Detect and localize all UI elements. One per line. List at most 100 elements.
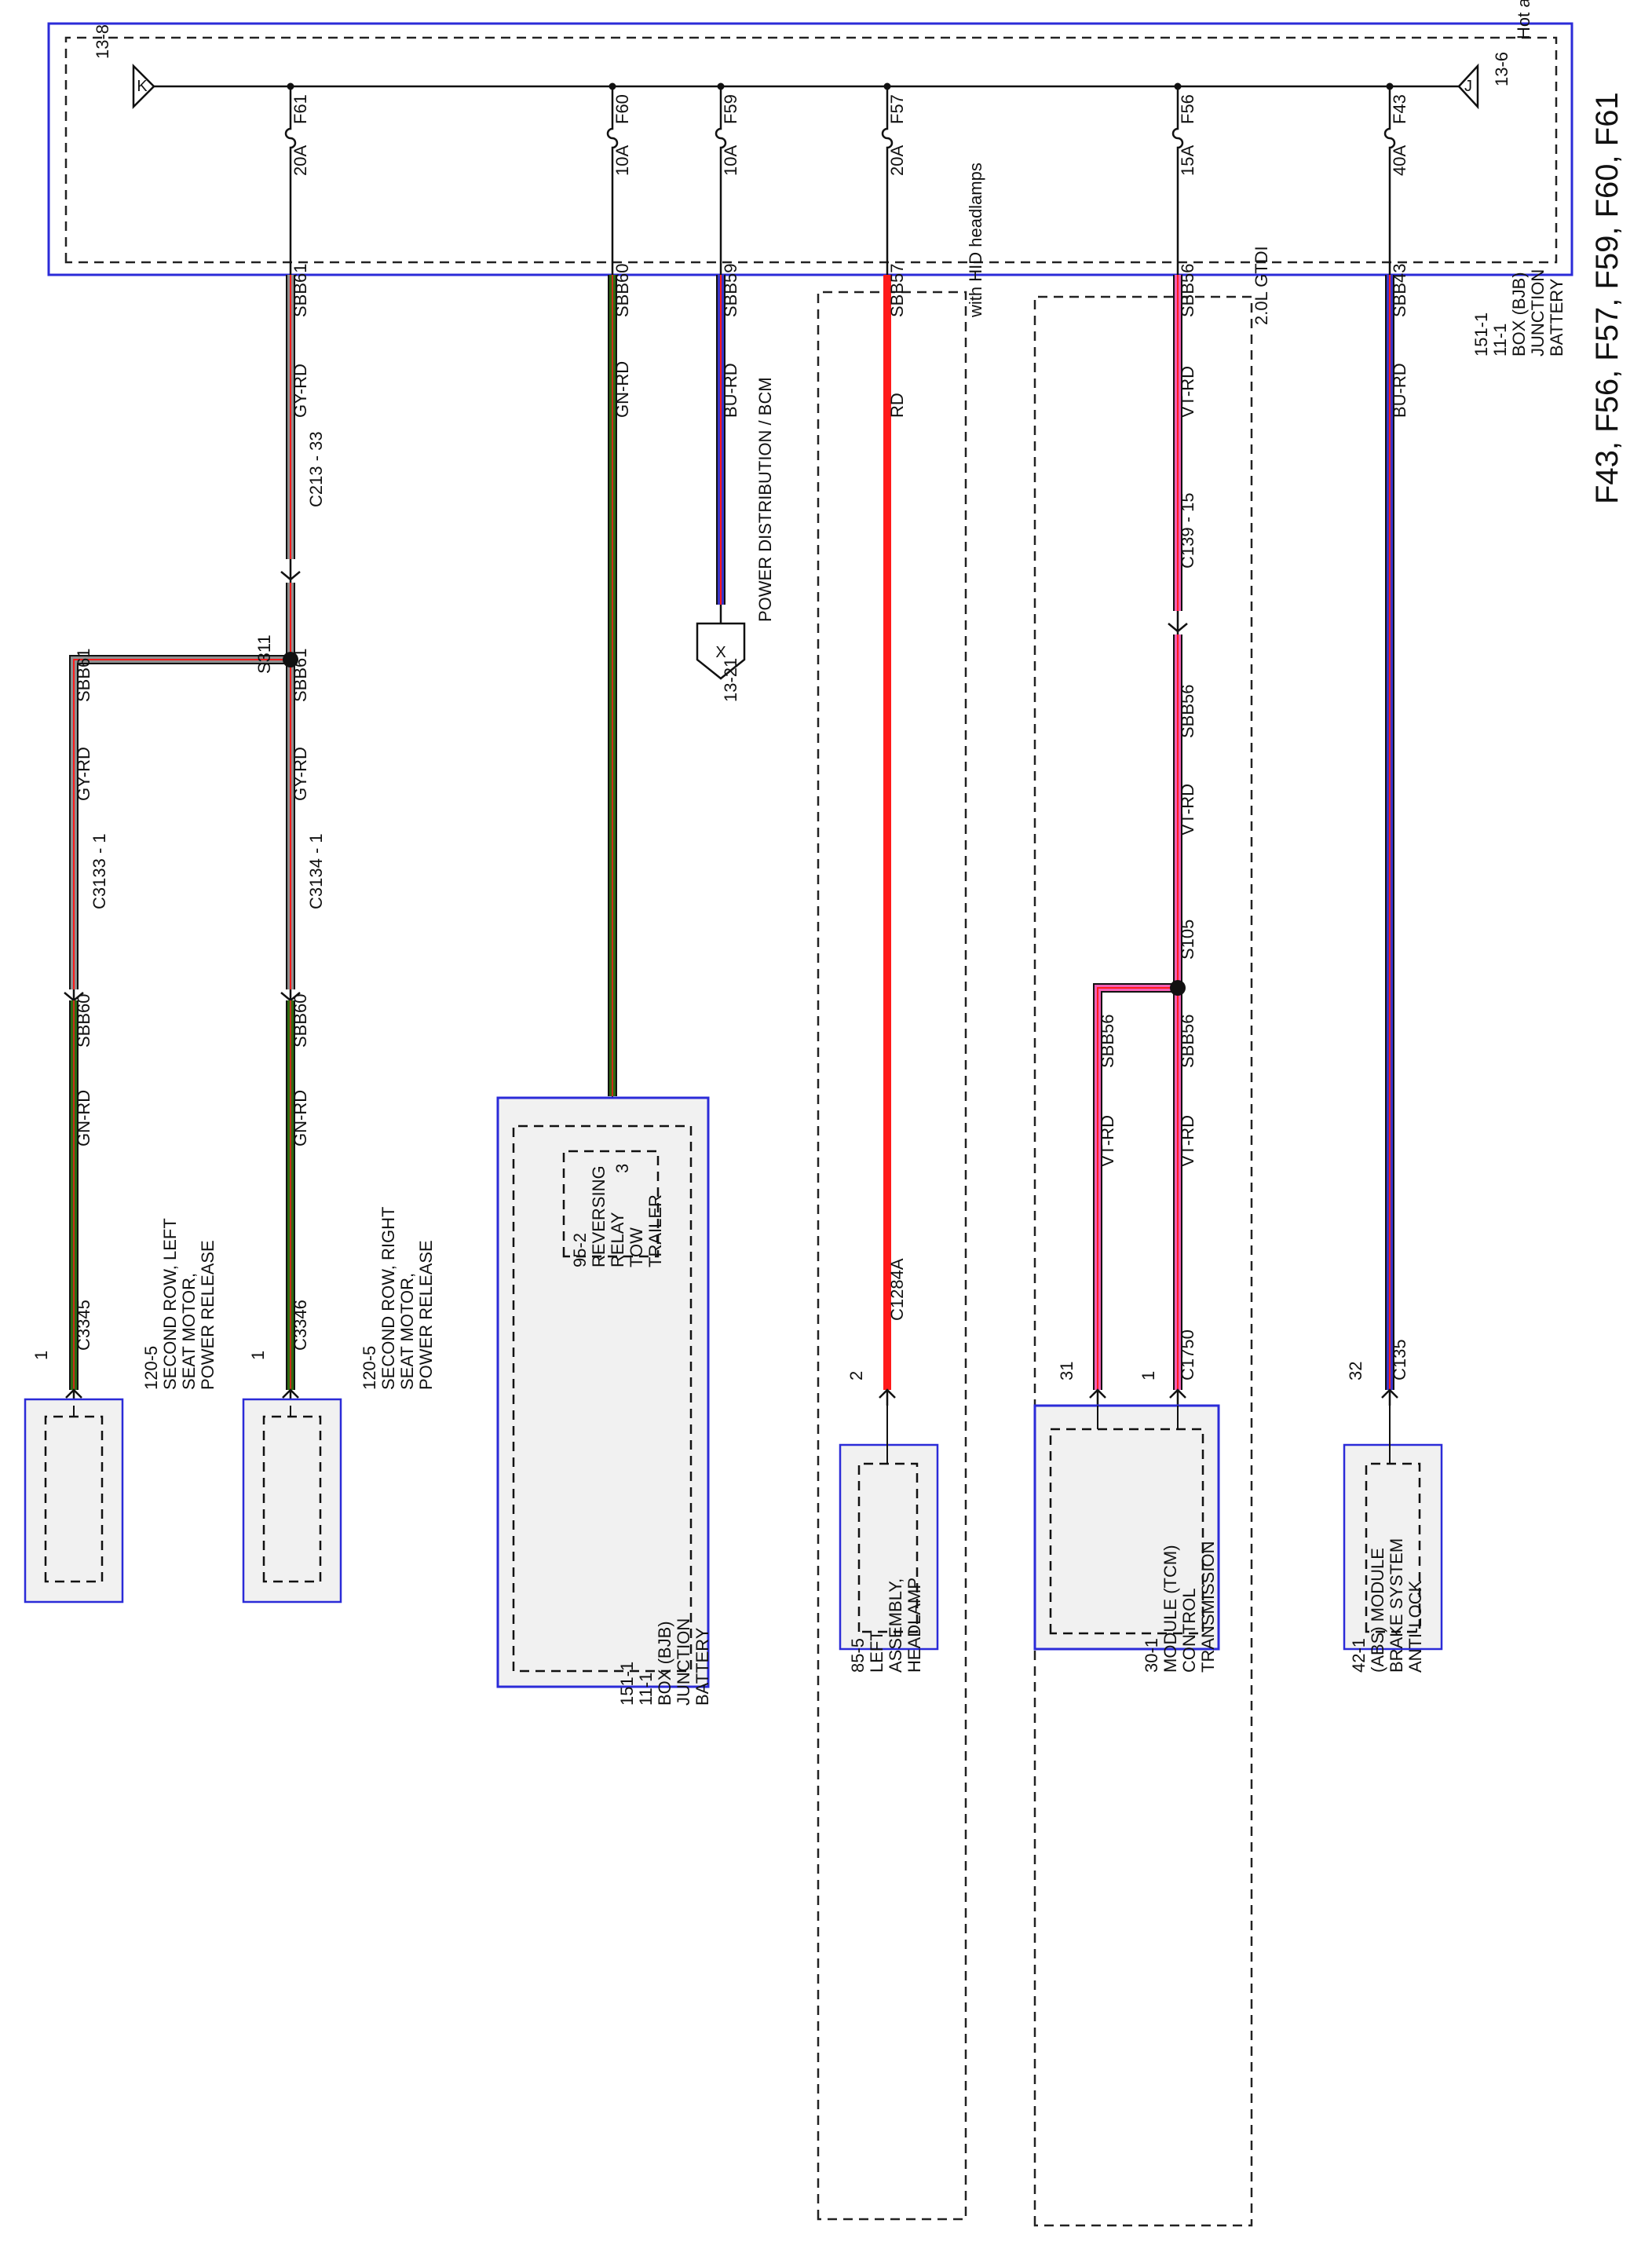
c3133-label: C3133 - 1	[90, 833, 109, 909]
svg-text:F57: F57	[887, 94, 907, 124]
svg-text:20A: 20A	[291, 145, 310, 176]
bjb-top-label: BATTERY JUNCTION BOX (BJB) 11-1 151-1	[1471, 269, 1566, 357]
hid-option-box	[817, 291, 967, 2221]
bjb-bottom-label: BATTERY JUNCTION BOX (BJB) 11-1 151-1	[617, 1618, 712, 1706]
wire-sbb56-color-2: VT-RD	[1178, 784, 1197, 836]
headlamp-box	[839, 1443, 939, 1651]
wire-sbb43-circuit: SBB43	[1390, 264, 1409, 318]
gtdi-option-box	[1033, 295, 1253, 2227]
svg-text:BOX (BJB): BOX (BJB)	[655, 1621, 674, 1706]
svg-text:ASSEMBLY,: ASSEMBLY,	[886, 1578, 905, 1673]
c3345-name: C3345	[74, 1300, 93, 1351]
conn-k-ref: 13-8	[93, 24, 112, 59]
svg-text:30-1: 30-1	[1142, 1638, 1161, 1673]
wire-sbb61-circuit-1: SBB61	[291, 264, 310, 318]
svg-text:F60: F60	[612, 94, 632, 124]
svg-text:TOW: TOW	[627, 1227, 646, 1267]
fuse-f56: F56 15A	[1171, 82, 1197, 275]
wire-sbb57-circuit: SBB57	[887, 264, 907, 318]
c135-name: C135	[1390, 1339, 1409, 1380]
hot-at-all-times-label: Hot at all times	[1514, 0, 1533, 39]
svg-text:ANTI-LOCK: ANTI-LOCK	[1405, 1580, 1425, 1673]
fuse-f60: F60 10A	[606, 82, 632, 275]
wire-sbb59-color: BU-RD	[721, 363, 740, 418]
c213-label: C213 - 33	[306, 431, 326, 507]
c213-connector	[280, 559, 301, 583]
s105-splice	[1170, 980, 1186, 996]
bjb-top-frame	[47, 22, 1573, 276]
wire-sbb61-color-3: GY-RD	[74, 747, 93, 801]
c1750-connector-b	[1089, 1388, 1106, 1406]
wire-sbb61-circuit-3: SBB61	[74, 649, 93, 703]
svg-text:BATTERY: BATTERY	[693, 1627, 712, 1706]
c1284a-pin: 2	[846, 1371, 866, 1380]
wire-sbb56-circuit-1: SBB56	[1178, 264, 1197, 318]
wire-sbb60-color: GN-RD	[612, 361, 632, 418]
wire-sbb43-color: BU-RD	[1390, 363, 1409, 418]
c1750-name: C1750	[1178, 1329, 1197, 1380]
bjb-bottom-inner	[512, 1124, 693, 1673]
svg-text:151-1: 151-1	[617, 1662, 637, 1706]
wire-sbb56-color-1: VT-RD	[1178, 366, 1197, 418]
svg-text:BOX (BJB): BOX (BJB)	[1509, 272, 1529, 357]
seat-motor-left-label: POWER RELEASE SEAT MOTOR, SECOND ROW, LE…	[141, 1218, 217, 1390]
svg-text:42-1: 42-1	[1349, 1638, 1369, 1673]
wire-sbb61-branch	[69, 655, 291, 989]
c1284a-connector	[879, 1388, 896, 1406]
svg-text:REVERSING: REVERSING	[589, 1165, 609, 1267]
wire-sbb61-circuit-2: SBB61	[291, 649, 310, 703]
svg-text:10A: 10A	[721, 145, 740, 176]
seat-motor-left-box	[24, 1398, 124, 1604]
bjb-top-inner-dashed	[64, 36, 1558, 264]
diagram-title: F43, F56, F57, F59, F60, F61	[1590, 92, 1625, 504]
wire-sbb56-circuit-4: SBB56	[1098, 1015, 1117, 1069]
conn-k-letter: K	[137, 78, 148, 95]
c139-label: C139 - 15	[1178, 492, 1197, 569]
wire-sbb56-circuit-2: SBB56	[1178, 685, 1197, 739]
svg-text:(ABS) MODULE: (ABS) MODULE	[1368, 1548, 1387, 1673]
svg-text:BRAKE SYSTEM: BRAKE SYSTEM	[1387, 1538, 1406, 1673]
svg-text:120-5: 120-5	[360, 1346, 379, 1390]
svg-text:SECOND ROW, RIGHT: SECOND ROW, RIGHT	[378, 1207, 398, 1390]
conn-x-ref: 13-21	[721, 658, 740, 702]
svg-text:F56: F56	[1178, 94, 1197, 124]
trailer-tow-relay-box	[562, 1150, 660, 1258]
conn-j-symbol	[1457, 63, 1479, 110]
tcm-module-inner	[1049, 1428, 1204, 1635]
svg-text:MODULE (TCM): MODULE (TCM)	[1160, 1545, 1180, 1673]
wire-sbb60-circuit: SBB60	[612, 264, 632, 318]
trailer-tow-relay-label: TRAILER TOW RELAY REVERSING 95-2	[570, 1165, 665, 1267]
svg-text:JUNCTION: JUNCTION	[1528, 269, 1548, 357]
hid-option-label: with HID headlamps	[966, 163, 985, 318]
wire-sbb60-circuit-3: SBB60	[74, 994, 93, 1048]
c3134-label: C3134 - 1	[306, 833, 326, 909]
tcm-module-box	[1033, 1404, 1220, 1651]
abs-module-inner	[1365, 1462, 1421, 1633]
svg-text:POWER RELEASE: POWER RELEASE	[416, 1240, 436, 1390]
svg-text:SEAT MOTOR,: SEAT MOTOR,	[397, 1273, 417, 1390]
headlamp-label: HEADLAMP ASSEMBLY, LEFT 85-5	[848, 1578, 924, 1673]
wire-sbb56-circuit-3: SBB56	[1178, 1015, 1197, 1069]
wire-sbb56-branch	[1093, 983, 1178, 1390]
wire-sbb56-color-3: VT-RD	[1178, 1115, 1197, 1167]
conn-x-letter: X	[715, 644, 725, 661]
gtdi-option-label: 2.0L GTDI	[1252, 246, 1271, 325]
wire-sbb60-color-2: GN-RD	[291, 1090, 310, 1146]
conn-j-ref: 13-6	[1492, 52, 1511, 86]
c1750-pin-a: 1	[1138, 1371, 1158, 1380]
bcm-label: POWER DISTRIBUTION / BCM	[755, 377, 775, 622]
svg-text:F61: F61	[291, 94, 310, 124]
svg-text:SECOND ROW, LEFT: SECOND ROW, LEFT	[160, 1218, 180, 1390]
svg-text:SEAT MOTOR,: SEAT MOTOR,	[179, 1273, 199, 1390]
seat-motor-right-label: POWER RELEASE SEAT MOTOR, SECOND ROW, RI…	[360, 1207, 436, 1390]
fuse-f59: F59 10A	[715, 82, 740, 275]
wire-sbb60-color-3: GN-RD	[74, 1090, 93, 1146]
wire-sbb59-circuit: SBB59	[721, 264, 740, 318]
svg-text:CONTROL: CONTROL	[1179, 1588, 1199, 1673]
c135-connector	[1381, 1388, 1398, 1406]
seat-motor-right-inner	[262, 1415, 322, 1583]
svg-text:85-5: 85-5	[848, 1638, 868, 1673]
wire-sbb60-circuit-2: SBB60	[291, 994, 310, 1048]
fuse-f43: F43 40A	[1383, 82, 1409, 275]
s311-label: S311	[254, 634, 274, 674]
